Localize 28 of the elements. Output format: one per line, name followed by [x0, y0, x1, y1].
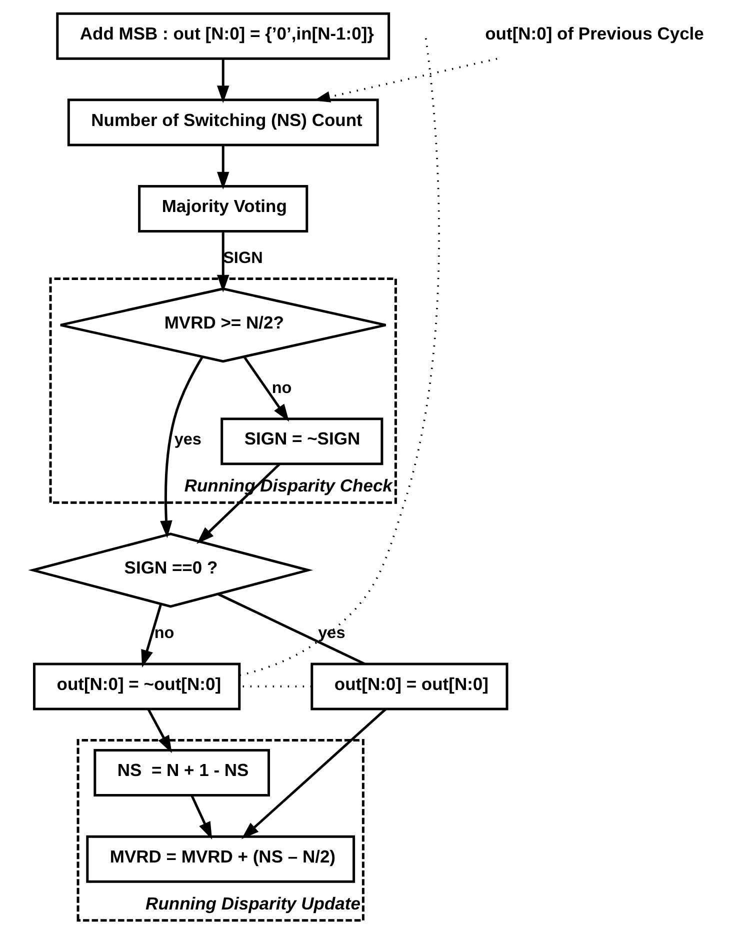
connector — [218, 593, 366, 665]
arrow — [190, 795, 212, 840]
arrow — [216, 145, 230, 190]
node-box: Number of Switching (NS) Count — [67, 98, 379, 146]
arrow — [160, 356, 204, 538]
node-text: out[N:0] of Previous Cycle — [485, 24, 704, 44]
edge-label: no — [154, 624, 174, 642]
arrow — [242, 708, 386, 839]
arrow — [147, 708, 172, 754]
node-box: out[N:0] = ~out[N:0] — [33, 662, 241, 710]
connector — [240, 37, 440, 676]
arrow — [243, 356, 290, 422]
node-box: NS = N + 1 - NS — [94, 749, 270, 797]
node-diamond: SIGN ==0 ? — [28, 532, 314, 608]
node-diamond: MVRD >= N/2? — [59, 288, 387, 363]
edge-label: no — [272, 379, 292, 398]
arrow — [314, 58, 498, 102]
edge-label: yes — [318, 624, 346, 642]
node-box: Majority Voting — [138, 184, 308, 232]
node-box: out[N:0] = out[N:0] — [310, 662, 508, 710]
arrow — [196, 463, 280, 544]
edge-label: yes — [174, 430, 202, 448]
node-box: SIGN = ~SIGN — [220, 418, 384, 466]
arrow — [216, 231, 230, 292]
arrow — [141, 604, 162, 668]
arrow — [216, 58, 230, 104]
node-box: MVRD = MVRD + (NS – N/2) — [86, 835, 356, 883]
node-box: Add MSB : out [N:0] = {’0’,in[N-1:0]} — [56, 12, 390, 60]
